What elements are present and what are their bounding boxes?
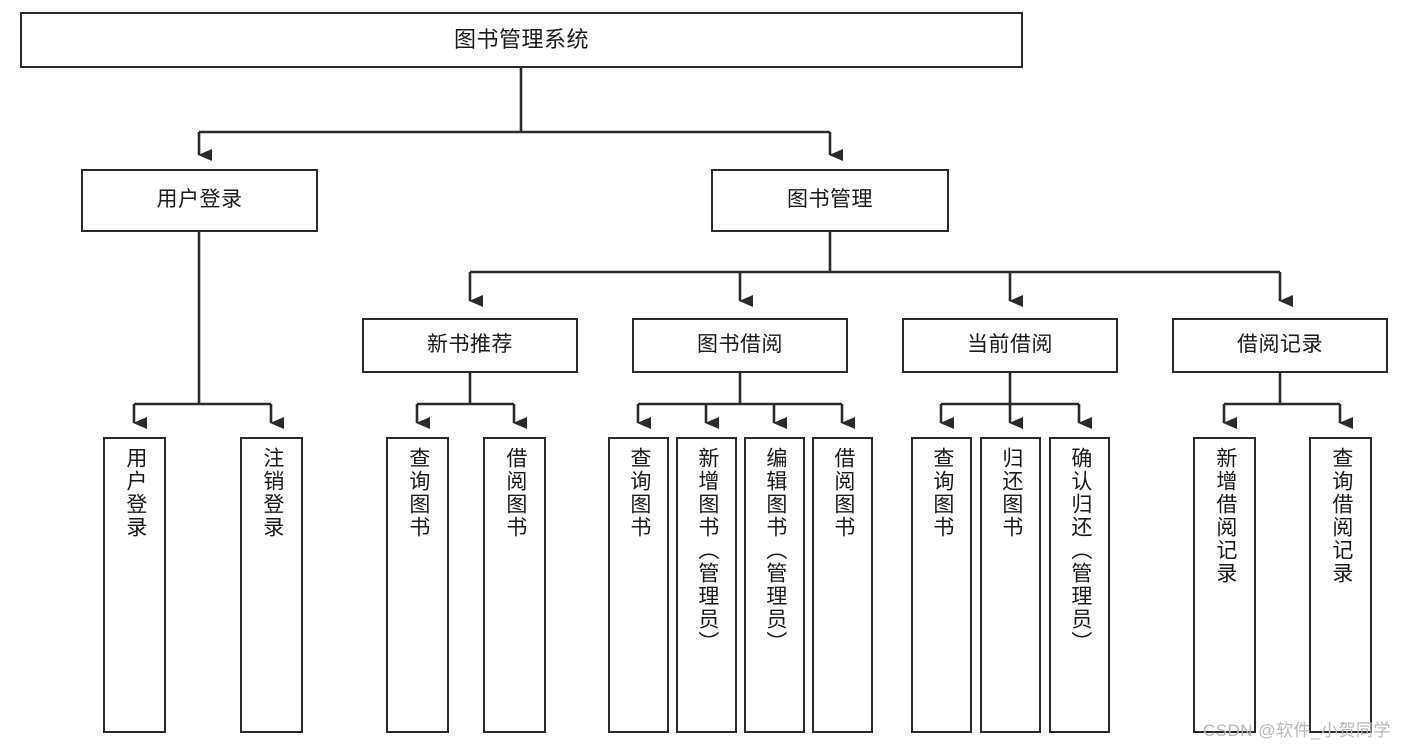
node-label: 图书管理 bbox=[787, 188, 873, 212]
leaf-record-add-record[interactable]: 新增借阅记录 bbox=[1193, 437, 1256, 733]
leaf-user-login-signout[interactable]: 注销登录 bbox=[240, 437, 303, 733]
node-label: 查询图书 bbox=[406, 447, 430, 539]
leaf-borrow-borrow-book[interactable]: 借阅图书 bbox=[812, 437, 873, 733]
leaf-recommend-borrow-book[interactable]: 借阅图书 bbox=[483, 437, 546, 733]
leaf-borrow-query-book[interactable]: 查询图书 bbox=[608, 437, 669, 733]
node-label: 新增借阅记录 bbox=[1213, 447, 1237, 585]
node-new-book-recommend[interactable]: 新书推荐 bbox=[362, 318, 578, 373]
node-label: 借阅图书 bbox=[503, 447, 527, 539]
node-label: 确认归还（管理员） bbox=[1068, 447, 1092, 654]
leaf-recommend-query-book[interactable]: 查询图书 bbox=[386, 437, 449, 733]
node-label: 注销登录 bbox=[260, 447, 284, 539]
node-label: 新书推荐 bbox=[427, 333, 513, 357]
node-label: 查询借阅记录 bbox=[1329, 447, 1353, 585]
node-root-system[interactable]: 图书管理系统 bbox=[20, 12, 1023, 68]
node-label: 图书借阅 bbox=[697, 333, 783, 357]
leaf-borrow-add-book[interactable]: 新增图书（管理员） bbox=[676, 437, 737, 733]
leaf-current-return-book[interactable]: 归还图书 bbox=[980, 437, 1041, 733]
node-label: 图书管理系统 bbox=[453, 27, 589, 53]
leaf-user-login-signin[interactable]: 用户登录 bbox=[103, 437, 166, 733]
node-borrow-record[interactable]: 借阅记录 bbox=[1172, 318, 1388, 373]
node-label: 新增图书（管理员） bbox=[695, 447, 719, 654]
leaf-current-confirm-return[interactable]: 确认归还（管理员） bbox=[1049, 437, 1110, 733]
node-label: 查询图书 bbox=[627, 447, 651, 539]
node-label: 查询图书 bbox=[930, 447, 954, 539]
node-label: 编辑图书（管理员） bbox=[763, 447, 787, 654]
leaf-borrow-edit-book[interactable]: 编辑图书（管理员） bbox=[744, 437, 805, 733]
node-current-borrow[interactable]: 当前借阅 bbox=[902, 318, 1118, 373]
node-label: 借阅图书 bbox=[831, 447, 855, 539]
node-user-login[interactable]: 用户登录 bbox=[81, 169, 318, 232]
node-book-borrow[interactable]: 图书借阅 bbox=[632, 318, 848, 373]
leaf-record-query-record[interactable]: 查询借阅记录 bbox=[1309, 437, 1372, 733]
node-book-management[interactable]: 图书管理 bbox=[711, 169, 949, 232]
csdn-watermark: CSDN @软件_小贺同学 bbox=[1202, 721, 1391, 740]
node-label: 用户登录 bbox=[156, 188, 243, 212]
node-label: 用户登录 bbox=[123, 447, 147, 539]
node-label: 当前借阅 bbox=[967, 333, 1053, 357]
node-label: 归还图书 bbox=[999, 447, 1023, 539]
node-label: 借阅记录 bbox=[1237, 333, 1323, 357]
leaf-current-query-book[interactable]: 查询图书 bbox=[911, 437, 972, 733]
